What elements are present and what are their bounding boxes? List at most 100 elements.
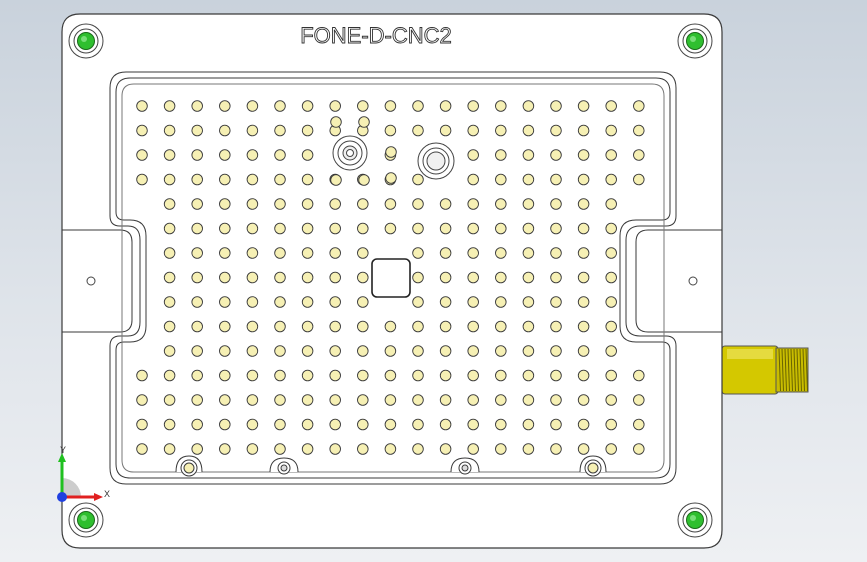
vacuum-hole bbox=[384, 443, 397, 455]
thread-line bbox=[778, 348, 781, 392]
vacuum-hole bbox=[605, 149, 617, 161]
vacuum-hole bbox=[246, 173, 259, 186]
vacuum-hole bbox=[301, 394, 314, 406]
vacuum-hole bbox=[412, 394, 424, 406]
vacuum-hole bbox=[330, 116, 342, 128]
vacuum-hole bbox=[357, 394, 369, 406]
vacuum-hole bbox=[191, 345, 203, 357]
thread-line bbox=[787, 348, 790, 392]
vacuum-hole bbox=[605, 198, 617, 210]
vacuum-hole bbox=[274, 369, 286, 382]
vacuum-hole-grid bbox=[136, 100, 645, 455]
vacuum-hole bbox=[633, 418, 645, 431]
vacuum-hole bbox=[522, 320, 535, 333]
vacuum-hole bbox=[495, 296, 507, 308]
vacuum-hole bbox=[301, 345, 314, 357]
vacuum-hole bbox=[605, 100, 617, 112]
vacuum-hole bbox=[357, 369, 369, 382]
vacuum-hole bbox=[274, 320, 286, 333]
vacuum-hole bbox=[384, 320, 397, 333]
vacuum-hole bbox=[163, 296, 176, 308]
vacuum-hole bbox=[163, 222, 176, 235]
vacuum-hole bbox=[246, 296, 259, 308]
vacuum-hole bbox=[412, 320, 424, 333]
thread-line bbox=[790, 348, 793, 392]
vacuum-hole bbox=[163, 198, 176, 210]
vacuum-hole bbox=[191, 124, 203, 137]
vacuum-hole bbox=[301, 443, 314, 455]
vacuum-hole bbox=[163, 124, 176, 137]
vacuum-hole bbox=[301, 173, 314, 186]
vacuum-hole bbox=[522, 124, 535, 137]
vacuum-hole bbox=[577, 149, 590, 161]
vacuum-hole bbox=[467, 173, 479, 186]
axis-y-label: Y bbox=[60, 445, 66, 455]
vacuum-hole bbox=[633, 443, 645, 455]
vacuum-hole bbox=[163, 173, 176, 186]
vacuum-hole bbox=[522, 222, 535, 235]
vacuum-hole bbox=[385, 146, 397, 158]
vacuum-hole bbox=[439, 271, 452, 284]
thread-line bbox=[802, 348, 805, 392]
vacuum-hole bbox=[550, 394, 562, 406]
vacuum-hole bbox=[439, 247, 452, 259]
vacuum-hole bbox=[550, 443, 562, 455]
thread-line bbox=[781, 348, 784, 392]
green-screw-icon[interactable] bbox=[68, 23, 713, 538]
vacuum-hole bbox=[495, 198, 507, 210]
vacuum-hole bbox=[605, 124, 617, 137]
vacuum-hole bbox=[384, 124, 397, 137]
vacuum-hole bbox=[163, 369, 176, 382]
vacuum-hole bbox=[301, 100, 314, 112]
vacuum-hole bbox=[522, 394, 535, 406]
vacuum-hole bbox=[357, 345, 369, 357]
thread-line bbox=[805, 348, 808, 392]
vacuum-hole bbox=[163, 320, 176, 333]
vacuum-hole bbox=[384, 198, 397, 210]
vacuum-hole bbox=[633, 369, 645, 382]
vacuum-hole bbox=[550, 369, 562, 382]
vacuum-hole bbox=[274, 418, 286, 431]
vacuum-hole bbox=[163, 345, 176, 357]
vacuum-hole bbox=[357, 247, 369, 259]
vacuum-hole bbox=[357, 271, 369, 284]
vacuum-hole bbox=[163, 443, 176, 455]
vacuum-hole bbox=[219, 124, 231, 137]
vacuum-hole bbox=[439, 443, 452, 455]
vacuum-hole bbox=[577, 320, 590, 333]
vacuum-hole bbox=[246, 443, 259, 455]
vacuum-hole bbox=[467, 149, 479, 161]
vacuum-hole bbox=[246, 247, 259, 259]
center-features bbox=[332, 135, 455, 298]
vacuum-hole bbox=[522, 443, 535, 455]
vacuum-hole bbox=[522, 198, 535, 210]
vacuum-hole bbox=[412, 443, 424, 455]
vacuum-hole bbox=[329, 296, 341, 308]
vacuum-hole bbox=[605, 271, 617, 284]
vacuum-hole bbox=[495, 149, 507, 161]
vacuum-hole bbox=[329, 271, 341, 284]
vacuum-hole bbox=[246, 271, 259, 284]
vacuum-hole bbox=[329, 247, 341, 259]
vacuum-hole bbox=[522, 247, 535, 259]
vacuum-hole bbox=[246, 124, 259, 137]
vacuum-hole bbox=[163, 418, 176, 431]
vacuum-hole bbox=[550, 296, 562, 308]
vacuum-hole bbox=[495, 369, 507, 382]
vacuum-hole bbox=[633, 124, 645, 137]
vacuum-hole bbox=[439, 345, 452, 357]
vacuum-hole bbox=[550, 124, 562, 137]
threaded-fitting-icon[interactable] bbox=[721, 345, 809, 395]
left-pin-hole bbox=[86, 276, 96, 286]
coordinate-triad-icon[interactable]: Y X bbox=[57, 445, 110, 502]
vacuum-hole bbox=[219, 443, 231, 455]
vacuum-hole bbox=[191, 443, 203, 455]
vacuum-hole bbox=[246, 222, 259, 235]
vacuum-hole bbox=[274, 345, 286, 357]
vacuum-hole bbox=[357, 222, 369, 235]
vacuum-hole bbox=[550, 271, 562, 284]
vacuum-hole bbox=[329, 369, 341, 382]
vacuum-hole bbox=[467, 345, 479, 357]
